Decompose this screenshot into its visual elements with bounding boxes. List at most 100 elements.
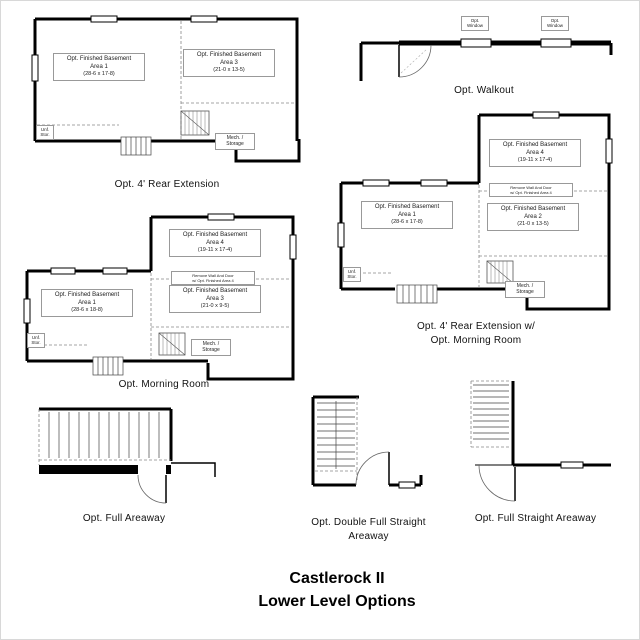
area4-label: Opt. Finished Basement Area 4 (19-11 x 1… — [489, 139, 581, 167]
area-label-line: Area 4 — [206, 239, 224, 246]
mech-line: Mech. / — [202, 341, 220, 347]
remove-wall-note: Remove Wall And Door w/ Opt. Finished Ar… — [489, 183, 573, 198]
window-line: Window — [466, 23, 483, 29]
mech-stair-hatch — [486, 260, 514, 284]
plan-walkout: Opt. Window Opt. Window Opt. Walkout — [353, 15, 615, 107]
unf-line: Unf. — [347, 269, 357, 274]
area-label-line: Opt. Finished Basement — [66, 56, 132, 62]
exterior-walls — [33, 17, 301, 163]
area1-label: Opt. Finished Basement Area 1 (28-6 x 17… — [361, 201, 453, 229]
exterior-walls — [359, 40, 613, 81]
plan-rear-extension-morning-room: Opt. Finished Basement Area 4 (19-11 x 1… — [337, 111, 615, 361]
mech-line: Storage — [202, 347, 220, 354]
plan-full-straight-areaway: Opt. Full Straight Areaway — [453, 377, 618, 532]
area-label-line: Opt. Finished Basement — [54, 292, 120, 298]
dashed-outline — [315, 397, 358, 481]
mech-storage-label: Mech. / Storage — [215, 133, 255, 150]
unf-line: Stor. — [40, 132, 50, 138]
unf-line: Unf. — [31, 335, 41, 340]
windows — [460, 38, 572, 48]
plan-morning-room: Opt. Finished Basement Area 4 (19-11 x 1… — [23, 213, 305, 403]
area-label-line: Area 3 — [220, 59, 238, 66]
areaway-stairs — [317, 401, 355, 469]
unf-line: Stor. — [347, 274, 357, 280]
dashed-outline — [38, 409, 171, 465]
windows — [337, 111, 613, 248]
windows — [31, 15, 218, 82]
full-areaway-drawing — [38, 407, 216, 504]
area2-label: Opt. Finished Basement Area 2 (21-0 x 13… — [487, 203, 579, 231]
lower-wall-band — [39, 465, 171, 474]
mech-storage-label: Mech. / Storage — [191, 339, 231, 356]
unf-line: Unf. — [40, 127, 50, 132]
remove-wall-note: Remove Wall And Door w/ Opt. Finished Ar… — [171, 271, 255, 286]
mech-stair-hatch — [180, 110, 210, 136]
area-dims: (19-11 x 17-4) — [197, 247, 233, 253]
windows — [398, 481, 416, 489]
mech-line: Storage — [516, 289, 534, 296]
area-dims: (21-0 x 13-5) — [213, 67, 245, 73]
area1-label: Opt. Finished Basement Area 1 (28-6 x 18… — [41, 289, 133, 317]
note-line: Remove Wall And Door — [510, 185, 552, 190]
area-label-line: Opt. Finished Basement — [182, 232, 248, 238]
area-label-line: Area 1 — [398, 211, 416, 218]
plan-caption: Opt. 4' Rear Extension — [114, 179, 220, 190]
area-label-line: Opt. Finished Basement — [182, 288, 248, 294]
plan-caption-line1: Opt. Double Full Straight — [311, 517, 426, 528]
plan-double-full-straight-areaway: Opt. Double Full Straight Areaway — [301, 391, 436, 551]
plan-full-areaway: Opt. Full Areaway — [29, 403, 219, 533]
walkout-drawing — [359, 38, 613, 81]
areaway-stairs — [473, 384, 509, 440]
rear-extension-drawing — [31, 15, 301, 163]
area-label-line: Area 1 — [78, 299, 96, 306]
area-dims: (28-6 x 17-8) — [83, 71, 115, 77]
window-line: Window — [546, 23, 563, 29]
area-dims: (28-6 x 17-8) — [391, 219, 423, 225]
area-label-line: Area 3 — [206, 295, 224, 302]
window-line: Opt. — [470, 18, 480, 23]
note-line: w/ Opt. Finished Area 4 — [510, 190, 552, 196]
double-areaway-drawing — [311, 395, 423, 489]
area3-label: Opt. Finished Basement Area 3 (21-0 x 13… — [183, 49, 275, 77]
plan-caption: Opt. Full Straight Areaway — [474, 513, 597, 524]
windows — [560, 461, 584, 469]
basement-stairs — [120, 136, 152, 156]
note-line: Remove Wall And Door — [192, 273, 234, 278]
area-dims: (28-6 x 18-8) — [71, 307, 103, 313]
optional-dashed-lines — [37, 21, 295, 139]
unf-stor-label: Unf. Stor. — [27, 333, 45, 348]
window-line: Opt. — [550, 18, 560, 23]
areaway-walls — [511, 381, 611, 467]
mech-line: Mech. / — [516, 283, 534, 289]
area1-label: Opt. Finished Basement Area 1 (28-6 x 17… — [53, 53, 145, 81]
plan-caption-line1: Opt. 4' Rear Extension w/ — [416, 321, 536, 332]
area4-label: Opt. Finished Basement Area 4 (19-11 x 1… — [169, 229, 261, 257]
area-label-line: Area 1 — [90, 63, 108, 70]
area-dims: (19-11 x 17-4) — [517, 157, 553, 163]
plan-caption: Opt. Morning Room — [118, 379, 210, 390]
area-label-line: Opt. Finished Basement — [502, 142, 568, 148]
side-walls — [171, 462, 216, 477]
straight-areaway-drawing — [470, 380, 611, 502]
mech-line: Mech. / — [226, 135, 244, 141]
plan-rear-extension: Opt. Finished Basement Area 1 (28-6 x 17… — [31, 13, 303, 208]
unf-stor-label: Unf. Stor. — [36, 125, 54, 140]
walkout-door — [398, 44, 432, 78]
area-dims: (21-0 x 13-5) — [517, 221, 549, 227]
plan-caption-line2: Opt. Morning Room — [430, 335, 522, 346]
areaway-walls — [311, 395, 423, 487]
areaway-door — [137, 474, 167, 504]
opt-window-label: Opt. Window — [541, 16, 569, 31]
mech-storage-label: Mech. / Storage — [505, 281, 545, 298]
areaway-stairs — [48, 412, 160, 458]
opt-window-label: Opt. Window — [461, 16, 489, 31]
area-label-line: Area 4 — [526, 149, 544, 156]
plan-caption-line2: Areaway — [348, 531, 389, 542]
areaway-walls — [39, 407, 173, 461]
area-label-line: Opt. Finished Basement — [196, 52, 262, 58]
windows — [23, 213, 297, 324]
sheet-title: Castlerock II Lower Level Options — [35, 567, 639, 613]
area-dims: (21-0 x 9-5) — [200, 303, 230, 309]
plan-caption: Opt. Walkout — [454, 85, 514, 96]
